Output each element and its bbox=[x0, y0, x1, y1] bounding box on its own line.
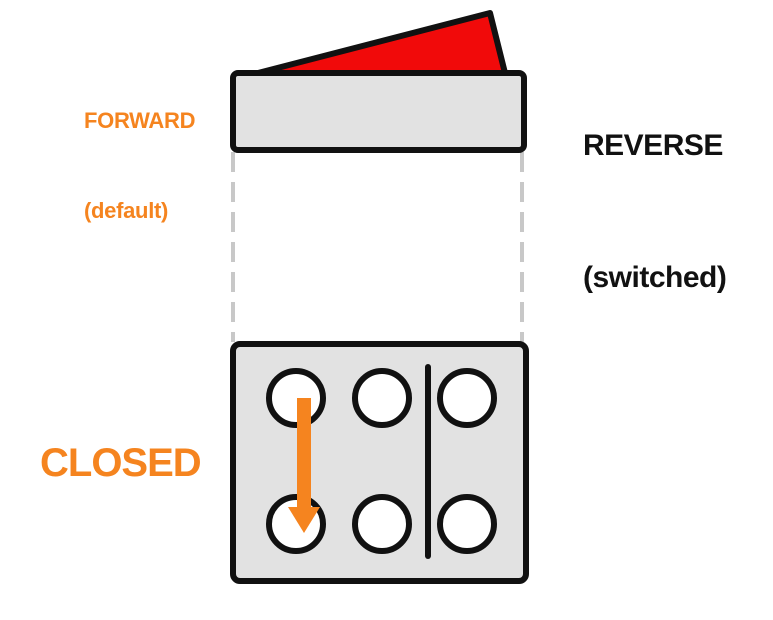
terminal-bottom-left bbox=[266, 494, 326, 554]
rocker-actuator bbox=[255, 10, 508, 76]
closed-arrow-head bbox=[288, 507, 320, 533]
closed-label: CLOSED bbox=[40, 441, 202, 485]
forward-label-line1: FORWARD bbox=[84, 108, 196, 133]
terminal-top-middle bbox=[352, 368, 412, 428]
reverse-label: REVERSE (switched) bbox=[583, 36, 727, 388]
closed-arrow-shaft bbox=[297, 398, 311, 508]
reverse-label-line2: (switched) bbox=[583, 261, 727, 294]
terminal-top-right bbox=[437, 368, 497, 428]
forward-label-line2: (default) bbox=[84, 198, 169, 223]
terminal-top-left bbox=[266, 368, 326, 428]
switch-housing-top bbox=[230, 70, 527, 153]
terminal-bottom-right bbox=[437, 494, 497, 554]
terminal-bottom-middle bbox=[352, 494, 412, 554]
forward-label: FORWARD (default) bbox=[84, 46, 195, 286]
reverse-label-line1: REVERSE bbox=[583, 129, 723, 162]
